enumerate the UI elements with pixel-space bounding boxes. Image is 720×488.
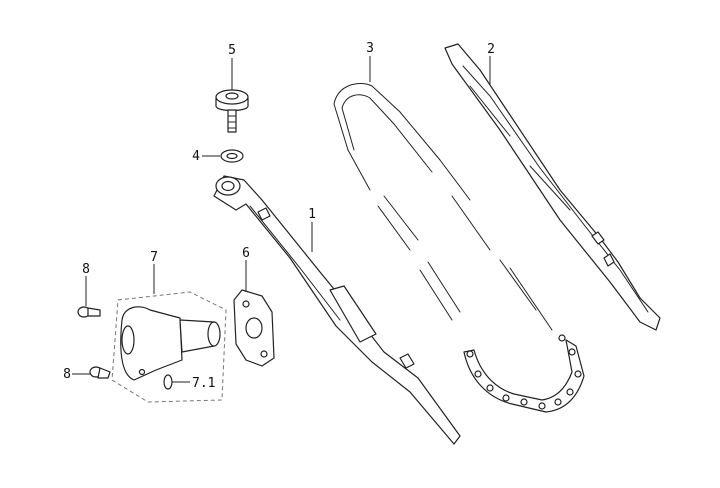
callout-1: 1: [308, 207, 316, 222]
part-gasket: [233, 289, 275, 367]
part-o-ring: [163, 374, 173, 390]
callout-3: 3: [366, 41, 374, 56]
part-screw-bottom: [89, 366, 111, 379]
callout-7: 7: [150, 250, 158, 265]
callout-7-1: 7.1: [192, 376, 215, 391]
leader-lines: [72, 56, 491, 383]
callout-5: 5: [228, 43, 236, 58]
callout-6: 6: [242, 246, 250, 261]
callout-4: 4: [192, 149, 200, 164]
part-screw-top: [77, 306, 101, 318]
part-tensioner-arm: [213, 175, 461, 445]
part-tensioner-assembly: [111, 291, 227, 403]
part-bolt: [215, 89, 249, 133]
part-chain-guide: [444, 43, 661, 331]
part-timing-chain: [333, 82, 585, 413]
callout-8-top: 8: [82, 262, 90, 277]
part-washer: [220, 149, 244, 163]
callout-8-bottom: 8: [63, 367, 71, 382]
callout-2: 2: [487, 42, 495, 57]
